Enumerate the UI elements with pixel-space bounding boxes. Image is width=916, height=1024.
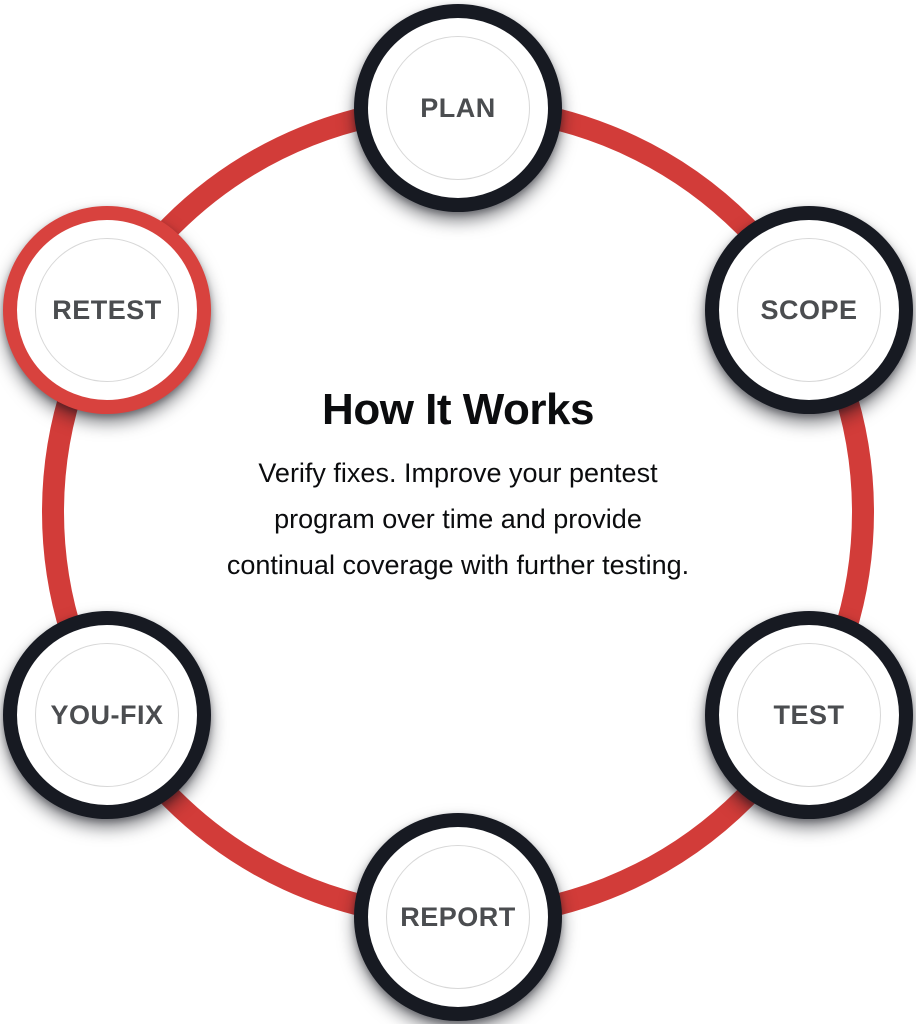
diagram-title: How It Works xyxy=(322,385,594,434)
node-label: YOU-FIX xyxy=(50,699,164,730)
node-test: TEST xyxy=(705,611,913,819)
node-label: SCOPE xyxy=(760,294,858,325)
node-label: PLAN xyxy=(420,92,496,123)
center-text-block: How It Works Verify fixes. Improve your … xyxy=(128,388,788,588)
description-line: Verify fixes. Improve your pentest xyxy=(258,458,658,488)
node-scope: SCOPE xyxy=(705,206,913,414)
node-retest: RETEST xyxy=(3,206,211,414)
description-line: program over time and provide xyxy=(274,504,642,534)
diagram-description: Verify fixes. Improve your pentest progr… xyxy=(128,450,788,588)
node-plan: PLAN xyxy=(354,4,562,212)
node-you-fix: YOU-FIX xyxy=(3,611,211,819)
node-label: TEST xyxy=(773,699,845,730)
description-line: continual coverage with further testing. xyxy=(226,550,690,580)
node-label: RETEST xyxy=(52,294,162,325)
node-label: REPORT xyxy=(400,901,516,932)
node-report: REPORT xyxy=(354,813,562,1021)
